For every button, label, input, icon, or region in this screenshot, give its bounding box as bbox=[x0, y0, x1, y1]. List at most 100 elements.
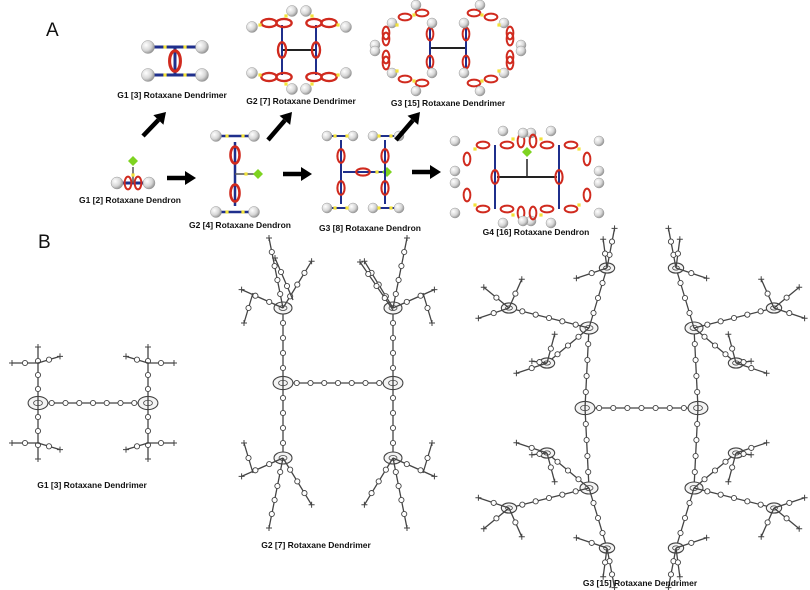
macrocycle-ring bbox=[276, 41, 288, 59]
linker-dot bbox=[389, 206, 393, 210]
tert-butyl-stopper bbox=[475, 494, 482, 501]
macrocycle-ring bbox=[320, 17, 338, 29]
phenyl-ring bbox=[764, 290, 771, 297]
tert-butyl-stopper bbox=[600, 573, 607, 580]
phenyl-ring bbox=[48, 399, 55, 407]
caption-g3-dendron: G3 [8] Rotaxane Dendron bbox=[318, 223, 422, 233]
macrocycle-ring bbox=[554, 169, 564, 185]
tert-butyl-stopper bbox=[266, 235, 272, 241]
phenyl-ring bbox=[602, 559, 609, 566]
phenyl-ring bbox=[704, 488, 711, 495]
phenyl-ring bbox=[307, 379, 314, 387]
macrocycle-ring bbox=[305, 17, 323, 29]
caption-g1-dendron: G1 [2] Rotaxane Dendron bbox=[78, 195, 182, 205]
linker-dot bbox=[377, 206, 381, 210]
phenyl-ring bbox=[133, 443, 141, 450]
phenyl-ring bbox=[268, 510, 275, 518]
tert-butyl-stopper bbox=[528, 451, 535, 458]
stopper-ball bbox=[458, 17, 470, 29]
macrocycle-ring bbox=[475, 204, 491, 214]
arrow-head bbox=[185, 171, 196, 185]
linker-dot bbox=[310, 82, 314, 86]
macrocycle-ring bbox=[260, 71, 278, 83]
stopper-ball bbox=[449, 207, 461, 219]
arrow-head bbox=[430, 165, 441, 179]
phenyl-ring bbox=[757, 501, 764, 508]
phenyl-ring bbox=[348, 379, 355, 387]
stopper-ball bbox=[347, 202, 359, 214]
phenyl-ring bbox=[389, 349, 397, 357]
macrocycle-ring bbox=[355, 167, 371, 177]
phenyl-ring bbox=[34, 371, 42, 379]
linker-dot bbox=[333, 134, 337, 138]
linker-dot bbox=[473, 147, 477, 151]
stopper-ball bbox=[248, 130, 260, 142]
phenyl-ring bbox=[401, 248, 408, 256]
stopper-ball bbox=[386, 67, 398, 79]
tert-butyl-stopper bbox=[611, 225, 618, 232]
linker-dot bbox=[511, 137, 515, 141]
phenyl-ring bbox=[722, 351, 729, 358]
phenyl-ring bbox=[403, 461, 410, 468]
g1-rotaxane-dendron bbox=[110, 156, 156, 191]
phenyl-ring bbox=[389, 334, 397, 342]
linker-dot bbox=[497, 69, 501, 73]
g2-rotaxane-dendrimer bbox=[246, 5, 352, 95]
g3-rotaxane-dendron bbox=[321, 130, 405, 214]
phenyl-ring bbox=[692, 356, 699, 364]
tert-butyl-stopper bbox=[431, 473, 438, 480]
macrocycle-ring bbox=[168, 49, 182, 73]
phenyl-ring bbox=[519, 501, 526, 508]
macrocycle-ring bbox=[320, 71, 338, 83]
phenyl-ring bbox=[528, 444, 535, 451]
phenyl-ring bbox=[667, 238, 675, 245]
macrocycle-ring bbox=[380, 180, 390, 196]
tert-butyl-stopper bbox=[308, 501, 315, 508]
phenyl-ring bbox=[252, 467, 259, 474]
stopper-ball bbox=[195, 40, 209, 54]
phenyl-ring bbox=[34, 427, 42, 435]
stopper-ball bbox=[593, 177, 605, 189]
tert-butyl-stopper bbox=[123, 353, 129, 360]
bond-chain bbox=[392, 289, 435, 309]
phenyl-ring bbox=[321, 379, 328, 387]
macrocycle-ring bbox=[414, 78, 430, 88]
tert-butyl-stopper bbox=[513, 370, 520, 377]
tert-butyl-stopper bbox=[676, 573, 683, 580]
tert-butyl-stopper bbox=[513, 439, 520, 446]
phenyl-ring bbox=[279, 424, 287, 432]
tert-butyl-stopper bbox=[518, 533, 525, 540]
phenyl-ring bbox=[117, 399, 124, 407]
macrocycle-ring bbox=[229, 145, 241, 165]
stopper-ball bbox=[286, 83, 298, 95]
phenyl-ring bbox=[590, 499, 597, 507]
phenyl-ring bbox=[584, 452, 591, 460]
stopper-ball bbox=[593, 135, 605, 147]
phenyl-ring bbox=[144, 413, 152, 421]
phenyl-ring bbox=[585, 340, 592, 348]
phenyl-ring bbox=[283, 282, 291, 290]
tert-butyl-stopper bbox=[238, 473, 245, 480]
g1-dendrimer-structure bbox=[9, 344, 177, 462]
linker-dot bbox=[258, 73, 262, 77]
stopper-ball bbox=[369, 45, 381, 57]
arrow-shaft bbox=[266, 118, 287, 142]
macrocycle-ring bbox=[381, 49, 391, 65]
phenyl-ring bbox=[602, 250, 609, 257]
macrocycle-ring bbox=[336, 148, 346, 164]
phenyl-ring bbox=[301, 490, 308, 497]
phenyl-ring bbox=[277, 468, 284, 476]
linker-dot bbox=[225, 134, 229, 138]
phenyl-ring bbox=[294, 281, 301, 288]
phenyl-ring bbox=[585, 468, 592, 476]
macrocycle-ring bbox=[528, 133, 538, 149]
phenyl-ring bbox=[424, 304, 431, 312]
linker-dot bbox=[310, 14, 314, 18]
macrocycle-ring bbox=[414, 8, 430, 18]
phenyl-ring bbox=[34, 413, 42, 421]
macrocycle-inner bbox=[584, 325, 594, 331]
phenyl-ring bbox=[744, 311, 751, 318]
phenyl-ring bbox=[490, 499, 497, 506]
tert-butyl-stopper bbox=[573, 534, 580, 541]
phenyl-ring bbox=[373, 282, 380, 290]
